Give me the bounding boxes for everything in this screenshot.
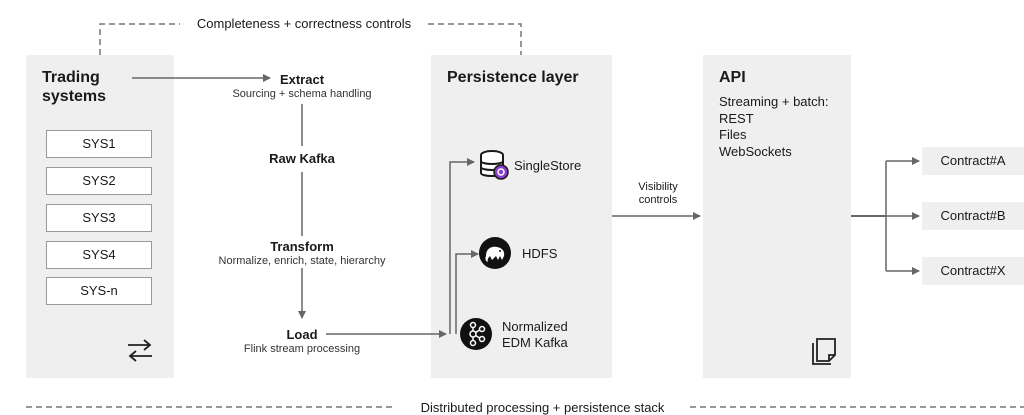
trading-systems-title: Trading systems bbox=[42, 68, 106, 106]
system-box-sys1: SYS1 bbox=[46, 130, 152, 158]
transform-title: Transform bbox=[270, 239, 334, 254]
api-description: Streaming + batch: REST Files WebSockets bbox=[719, 94, 828, 160]
system-box-sys4: SYS4 bbox=[46, 241, 152, 269]
system-box-sys2: SYS2 bbox=[46, 167, 152, 195]
visibility-line2: controls bbox=[638, 194, 678, 206]
edm-kafka-label: Normalized EDM Kafka bbox=[502, 319, 568, 351]
api-title: API bbox=[719, 69, 746, 86]
api-line-files: Files bbox=[719, 127, 747, 142]
system-box-sys3: SYS3 bbox=[46, 204, 152, 232]
contract-b-box: Contract#B bbox=[922, 202, 1024, 230]
contract-a-box: Contract#A bbox=[922, 147, 1024, 175]
singlestore-label: SingleStore bbox=[514, 158, 582, 173]
hadoop-elephant-icon bbox=[479, 237, 511, 269]
trading-title-line1: Trading bbox=[42, 69, 100, 86]
load-title: Load bbox=[286, 327, 318, 342]
edm-kafka-line2: EDM Kafka bbox=[502, 335, 568, 350]
raw-kafka-label: Raw Kafka bbox=[269, 151, 335, 166]
distributed-stack-label: Distributed processing + persistence sta… bbox=[420, 400, 665, 415]
persistence-layer-panel bbox=[431, 55, 612, 378]
api-line-rest: REST bbox=[719, 110, 754, 126]
visibility-controls-label: Visibility controls bbox=[620, 181, 696, 207]
documents-icon bbox=[812, 338, 836, 365]
edm-kafka-line1: Normalized bbox=[502, 319, 568, 334]
system-box-sys-n: SYS-n bbox=[46, 277, 152, 305]
visibility-line1: Visibility bbox=[638, 181, 678, 193]
extract-title: Extract bbox=[279, 72, 325, 87]
database-icon bbox=[480, 150, 509, 180]
kafka-icon bbox=[460, 318, 492, 350]
load-subtitle: Flink stream processing bbox=[243, 343, 361, 355]
api-line-websockets: WebSockets bbox=[719, 143, 792, 159]
api-panel bbox=[703, 55, 851, 378]
persistence-layer-title: Persistence layer bbox=[447, 69, 579, 86]
swap-arrows-icon bbox=[128, 339, 152, 362]
transform-subtitle: Normalize, enrich, state, hierarchy bbox=[218, 255, 386, 267]
hdfs-label: HDFS bbox=[522, 246, 558, 261]
trading-title-line2: systems bbox=[42, 88, 107, 105]
api-line-streaming: Streaming + batch: bbox=[719, 94, 829, 109]
completeness-controls-label: Completeness + correctness controls bbox=[196, 16, 412, 31]
contract-x-box: Contract#X bbox=[922, 257, 1024, 285]
extract-subtitle: Sourcing + schema handling bbox=[232, 88, 372, 100]
